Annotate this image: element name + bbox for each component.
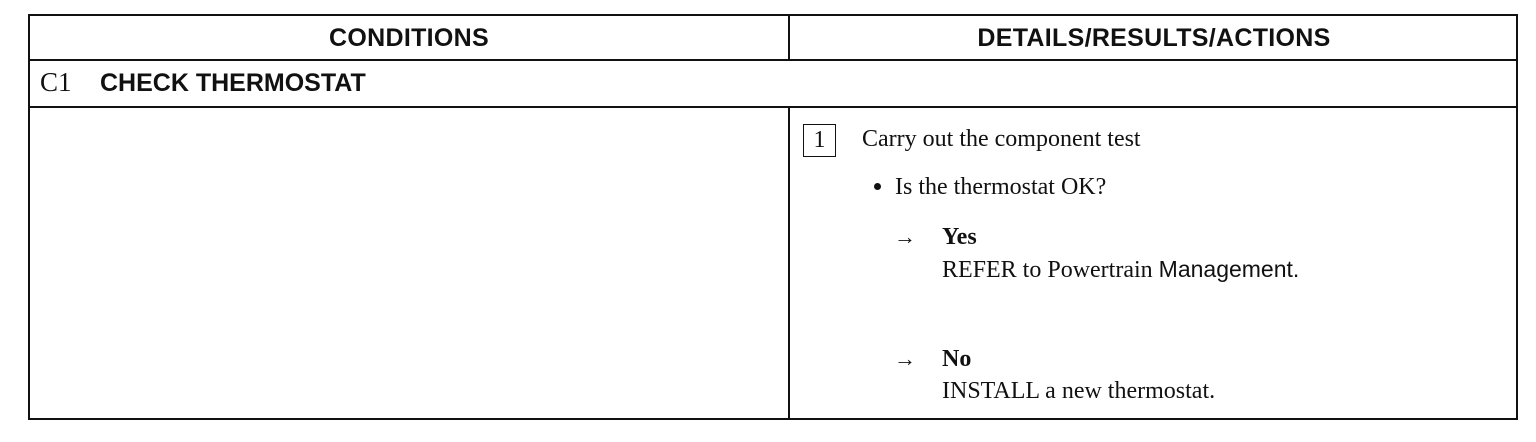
- step-row: 1 Carry out the component test Is the th…: [30, 108, 1516, 418]
- question-text: Is the thermostat OK?: [895, 174, 1107, 200]
- step-number-box: 1: [803, 124, 836, 157]
- answer-yes-label: Yes: [942, 224, 977, 250]
- answer-yes-action: REFER to Powertrain Management.: [942, 256, 1299, 284]
- column-divider: [788, 16, 790, 61]
- right-arrow-icon: →: [894, 224, 916, 249]
- answer-no-label: No: [942, 346, 972, 372]
- actions-cell: 1 Carry out the component test Is the th…: [790, 108, 1518, 418]
- conditions-header: CONDITIONS: [329, 24, 489, 52]
- column-divider: [788, 108, 790, 418]
- answer-yes-action-suffix: Management.: [1158, 256, 1300, 282]
- section-heading-row: C1 CHECK THERMOSTAT: [30, 61, 1516, 108]
- section-title: CHECK THERMOSTAT: [100, 69, 366, 97]
- section-id: C1: [40, 67, 72, 97]
- answer-no-action: INSTALL a new thermostat.: [942, 378, 1216, 404]
- table-header-row: CONDITIONS DETAILS/RESULTS/ACTIONS: [30, 16, 1516, 61]
- conditions-cell: [30, 108, 788, 418]
- details-results-actions-header: DETAILS/RESULTS/ACTIONS: [977, 24, 1331, 52]
- bullet-icon: [874, 182, 881, 190]
- step-instruction: Carry out the component test: [862, 126, 1141, 152]
- step-question: Is the thermostat OK?: [874, 174, 1106, 201]
- answer-yes-action-prefix: REFER to Powertrain: [942, 257, 1153, 283]
- diagnostic-table: CONDITIONS DETAILS/RESULTS/ACTIONS C1 CH…: [28, 14, 1518, 420]
- right-arrow-icon: →: [894, 346, 916, 371]
